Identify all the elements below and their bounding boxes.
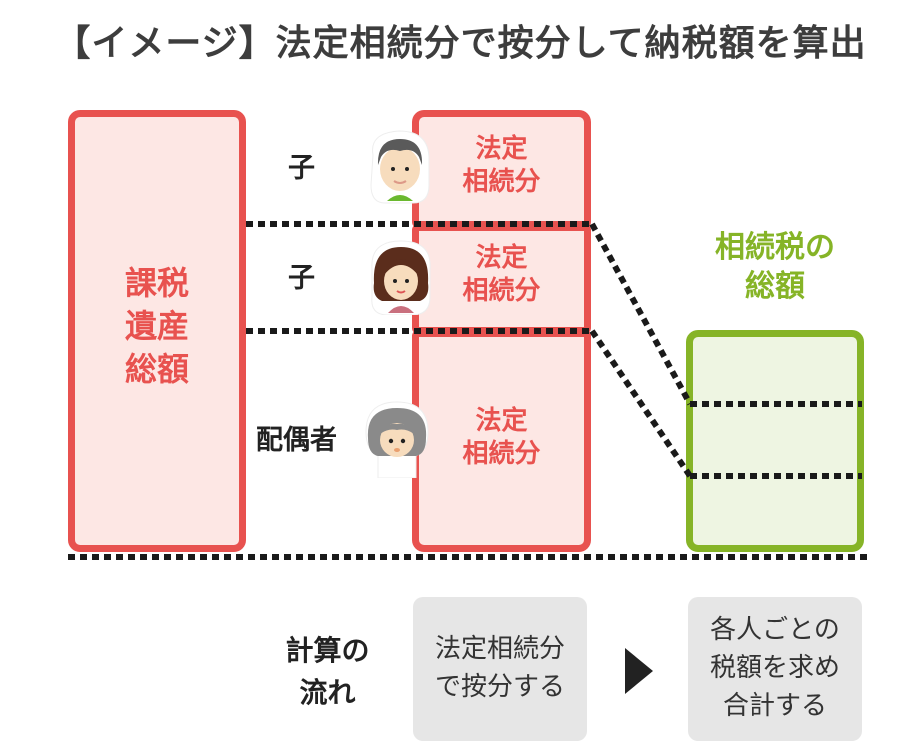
heir-relation-child-1: 子: [288, 153, 315, 184]
share-label-line: 相続分: [462, 438, 541, 469]
heir-relation-spouse: 配偶者: [256, 425, 337, 456]
share-label-line: 相続分: [462, 275, 541, 306]
total-tax-label-line: 相続税の: [715, 230, 835, 265]
connector-diagonal-1: [589, 222, 693, 406]
heir-share-box-spouse: [412, 330, 591, 552]
share-label-line: 法定: [475, 134, 528, 164]
man-avatar-icon: [370, 130, 430, 204]
total-tax-label: 相続税の 総額: [686, 228, 864, 306]
flow-step-line: 各人ごとの: [710, 615, 840, 646]
flow-step-line: 法定相続分: [434, 634, 565, 665]
share-label-line: 相続分: [462, 166, 541, 197]
taxable-estate-label-line: 課税: [124, 264, 189, 302]
flow-step-line: 税額を求め: [709, 653, 840, 684]
flow-step-2: 各人ごとの 税額を求め 合計する: [688, 597, 862, 741]
share-label-line: 法定: [475, 406, 528, 436]
total-tax-label-line: 総額: [745, 269, 805, 304]
share-label-child-1: 法定 相続分: [412, 133, 591, 198]
taxable-estate-label-line: 総額: [124, 350, 189, 389]
total-tax-box: [686, 330, 864, 552]
play-arrow-icon: [625, 648, 653, 694]
share-label-child-2: 法定 相続分: [412, 242, 591, 307]
flow-label-line: 流れ: [299, 676, 356, 709]
taxable-estate-label: 課税 遺産 総額: [68, 262, 246, 392]
heir-relation-child-2: 子: [288, 263, 315, 294]
connector-diagonal-2: [589, 329, 693, 478]
share-label-spouse: 法定 相続分: [412, 405, 591, 470]
flow-step-line: で按分する: [434, 672, 565, 702]
share-label-line: 法定: [475, 243, 528, 273]
flow-step-line: 合計する: [722, 690, 827, 721]
flow-label-line: 計算の: [285, 634, 370, 667]
elderly-woman-avatar-icon: [365, 401, 429, 478]
taxable-estate-label-line: 遺産: [124, 307, 189, 346]
flow-label: 計算の 流れ: [275, 630, 380, 714]
woman-avatar-icon: [371, 240, 431, 315]
taxable-estate-box: [68, 110, 246, 552]
page-title: 【イメージ】法定相続分で按分して納税額を算出: [54, 23, 867, 64]
flow-step-1: 法定相続分 で按分する: [413, 597, 587, 741]
